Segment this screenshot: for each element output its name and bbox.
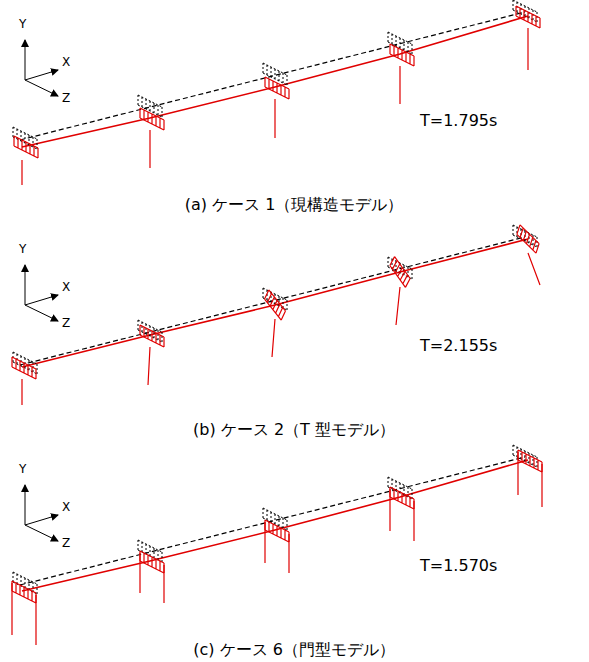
sub-caption: (b) ケース 2（T 型モデル） <box>193 421 395 439</box>
axis-label: Z <box>62 537 70 550</box>
axis-label: Y <box>19 18 26 31</box>
sub-caption: (a) ケース 1（現構造モデル） <box>185 196 404 214</box>
axis-label: X <box>62 281 70 294</box>
axis-label: Y <box>19 463 26 476</box>
natural-period: T=1.795s <box>420 112 497 130</box>
axis-label: X <box>62 501 70 514</box>
natural-period: T=1.570s <box>420 557 497 575</box>
natural-period: T=2.155s <box>420 337 497 355</box>
axis-label: Z <box>62 92 70 105</box>
axis-label: Z <box>62 317 70 330</box>
sub-caption: (c) ケース 6（門型モデル） <box>193 641 395 659</box>
axis-label: X <box>62 56 70 69</box>
axis-label: Y <box>19 243 26 256</box>
